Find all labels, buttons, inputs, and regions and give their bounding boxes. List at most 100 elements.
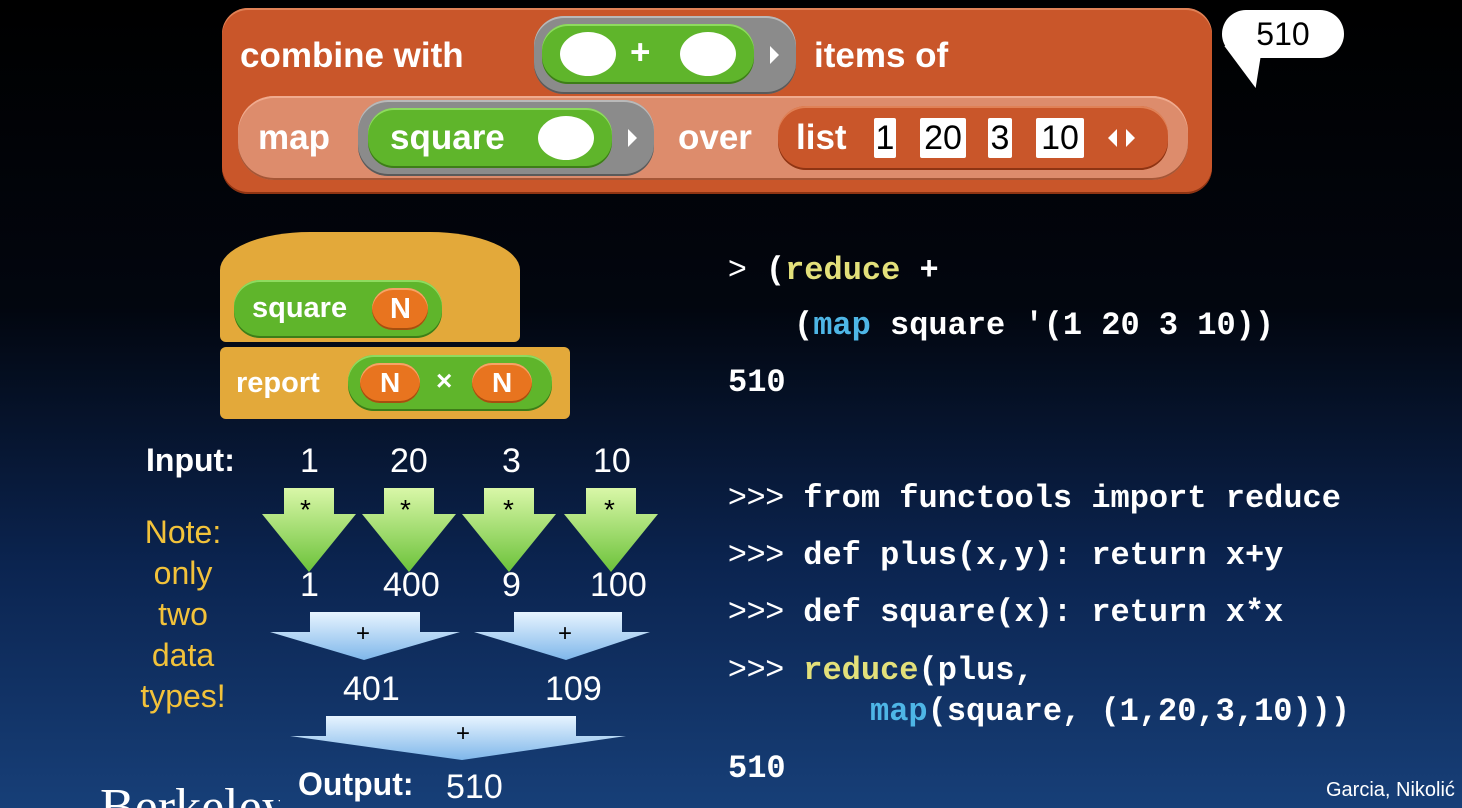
times-left-n[interactable]: N <box>360 363 420 403</box>
star-1: * <box>300 494 311 525</box>
code-rest: + <box>900 252 939 289</box>
python-result: 510 <box>728 750 786 787</box>
times-right-n[interactable]: N <box>472 363 532 403</box>
note-line: only <box>153 555 213 591</box>
python-line-1: >>> from functools import reduce <box>728 478 1341 517</box>
star-4: * <box>604 494 615 525</box>
code-text: (plus, <box>918 652 1034 689</box>
output-label: Output: <box>298 766 414 802</box>
input-4: 10 <box>593 442 631 480</box>
result-bubble: 510 <box>1222 10 1344 58</box>
result-value: 510 <box>1256 16 1310 52</box>
down-arrow-icon <box>564 488 658 572</box>
times-reporter[interactable]: N × N <box>348 355 552 411</box>
square-1: 1 <box>300 566 319 604</box>
python-line-4: >>> reduce(plus, <box>728 650 1034 689</box>
reduce-keyword: reduce <box>785 252 901 289</box>
list-item-4[interactable]: 10 <box>1036 118 1084 158</box>
n-label: N <box>492 367 513 398</box>
prompt: > <box>728 250 747 286</box>
plus-2: + <box>558 620 573 647</box>
square-prototype[interactable]: square N <box>234 280 442 338</box>
berkeley-wordmark: Berkeley <box>100 782 280 808</box>
plus-right-slot[interactable] <box>680 32 736 76</box>
note-line: types! <box>140 678 226 714</box>
list-item-1[interactable]: 1 <box>874 118 896 158</box>
square-2: 400 <box>383 566 440 604</box>
map-function-ring[interactable]: square <box>358 100 654 176</box>
plus-reporter[interactable]: + <box>542 24 754 84</box>
input-1: 1 <box>300 442 319 480</box>
code-text: (square, (1,20,3,10))) <box>927 693 1351 730</box>
report-block[interactable]: report N × N <box>220 347 570 419</box>
list-item-3[interactable]: 3 <box>988 118 1012 158</box>
plus-left-slot[interactable] <box>560 32 616 76</box>
over-label: over <box>678 118 752 157</box>
scheme-line-1: > (reduce + <box>728 250 939 289</box>
input-label: Input: <box>146 442 235 478</box>
input-3: 3 <box>502 442 521 480</box>
map-keyword: map <box>813 307 871 344</box>
input-2: 20 <box>390 442 428 480</box>
code-text: from functools import reduce <box>803 480 1341 517</box>
plus-1: + <box>356 620 371 647</box>
square-reporter[interactable]: square <box>368 108 612 168</box>
list-block[interactable]: list 1 20 3 10 <box>778 106 1168 170</box>
scheme-result: 510 <box>728 364 786 401</box>
star-3: * <box>503 494 514 525</box>
combine-function-ring[interactable]: + <box>534 16 796 94</box>
credit-text: Garcia, Nikolić <box>1326 779 1455 801</box>
square-4: 100 <box>590 566 647 604</box>
output-value: 510 <box>446 768 503 806</box>
square-fn-label: square <box>390 118 505 157</box>
down-arrow-icon <box>462 488 556 572</box>
prompt: >>> <box>728 535 785 571</box>
paren: ( <box>794 307 814 344</box>
sum-2: 109 <box>545 670 602 708</box>
code-rest: square '(1 20 3 10)) <box>870 307 1275 344</box>
times-sign: × <box>436 365 453 396</box>
prompt: >>> <box>728 592 785 628</box>
list-remove-arrow-icon[interactable] <box>1108 129 1117 147</box>
down-arrow-icon <box>474 612 650 660</box>
reduce-keyword: reduce <box>803 652 919 689</box>
paren: ( <box>765 252 786 289</box>
report-label: report <box>236 367 320 399</box>
code-text: def square(x): return x*x <box>803 594 1284 631</box>
down-arrow-icon <box>362 488 456 572</box>
plus-3: + <box>456 720 471 747</box>
square-3: 9 <box>502 566 521 604</box>
square-hat-label: square <box>252 292 348 324</box>
note-text: Note: only two data types! <box>128 512 238 717</box>
combine-with-label: combine with <box>240 36 464 75</box>
map-keyword: map <box>870 693 928 730</box>
items-of-label: items of <box>814 36 949 75</box>
down-arrow-icon <box>270 612 460 660</box>
map-arrows <box>262 488 658 572</box>
code-text: def plus(x,y): return x+y <box>803 537 1284 574</box>
list-label: list <box>796 118 847 157</box>
python-line-2: >>> def plus(x,y): return x+y <box>728 535 1283 574</box>
ring-expand-arrow-icon[interactable] <box>628 129 637 147</box>
note-line: data <box>151 637 215 673</box>
square-input-slot[interactable] <box>538 116 594 160</box>
note-line: Note: <box>144 514 222 550</box>
plus-sign: + <box>630 33 651 72</box>
prompt: >>> <box>728 650 785 686</box>
prompt: >>> <box>728 478 785 514</box>
star-2: * <box>400 494 411 525</box>
param-n-label: N <box>390 293 411 325</box>
note-line: two <box>158 596 208 632</box>
param-n[interactable]: N <box>372 288 428 330</box>
scheme-line-2: (map square '(1 20 3 10)) <box>794 307 1274 344</box>
n-label: N <box>380 367 401 398</box>
down-arrow-icon <box>262 488 356 572</box>
define-hat-block[interactable]: square N <box>220 232 520 342</box>
ring-expand-arrow-icon[interactable] <box>770 46 779 64</box>
list-item-2[interactable]: 20 <box>920 118 966 158</box>
reduce-arrows <box>270 612 650 760</box>
sum-1: 401 <box>343 670 400 708</box>
map-label: map <box>258 118 330 157</box>
map-block[interactable]: map square over list 1 20 3 10 <box>238 96 1188 180</box>
list-add-arrow-icon[interactable] <box>1126 129 1135 147</box>
